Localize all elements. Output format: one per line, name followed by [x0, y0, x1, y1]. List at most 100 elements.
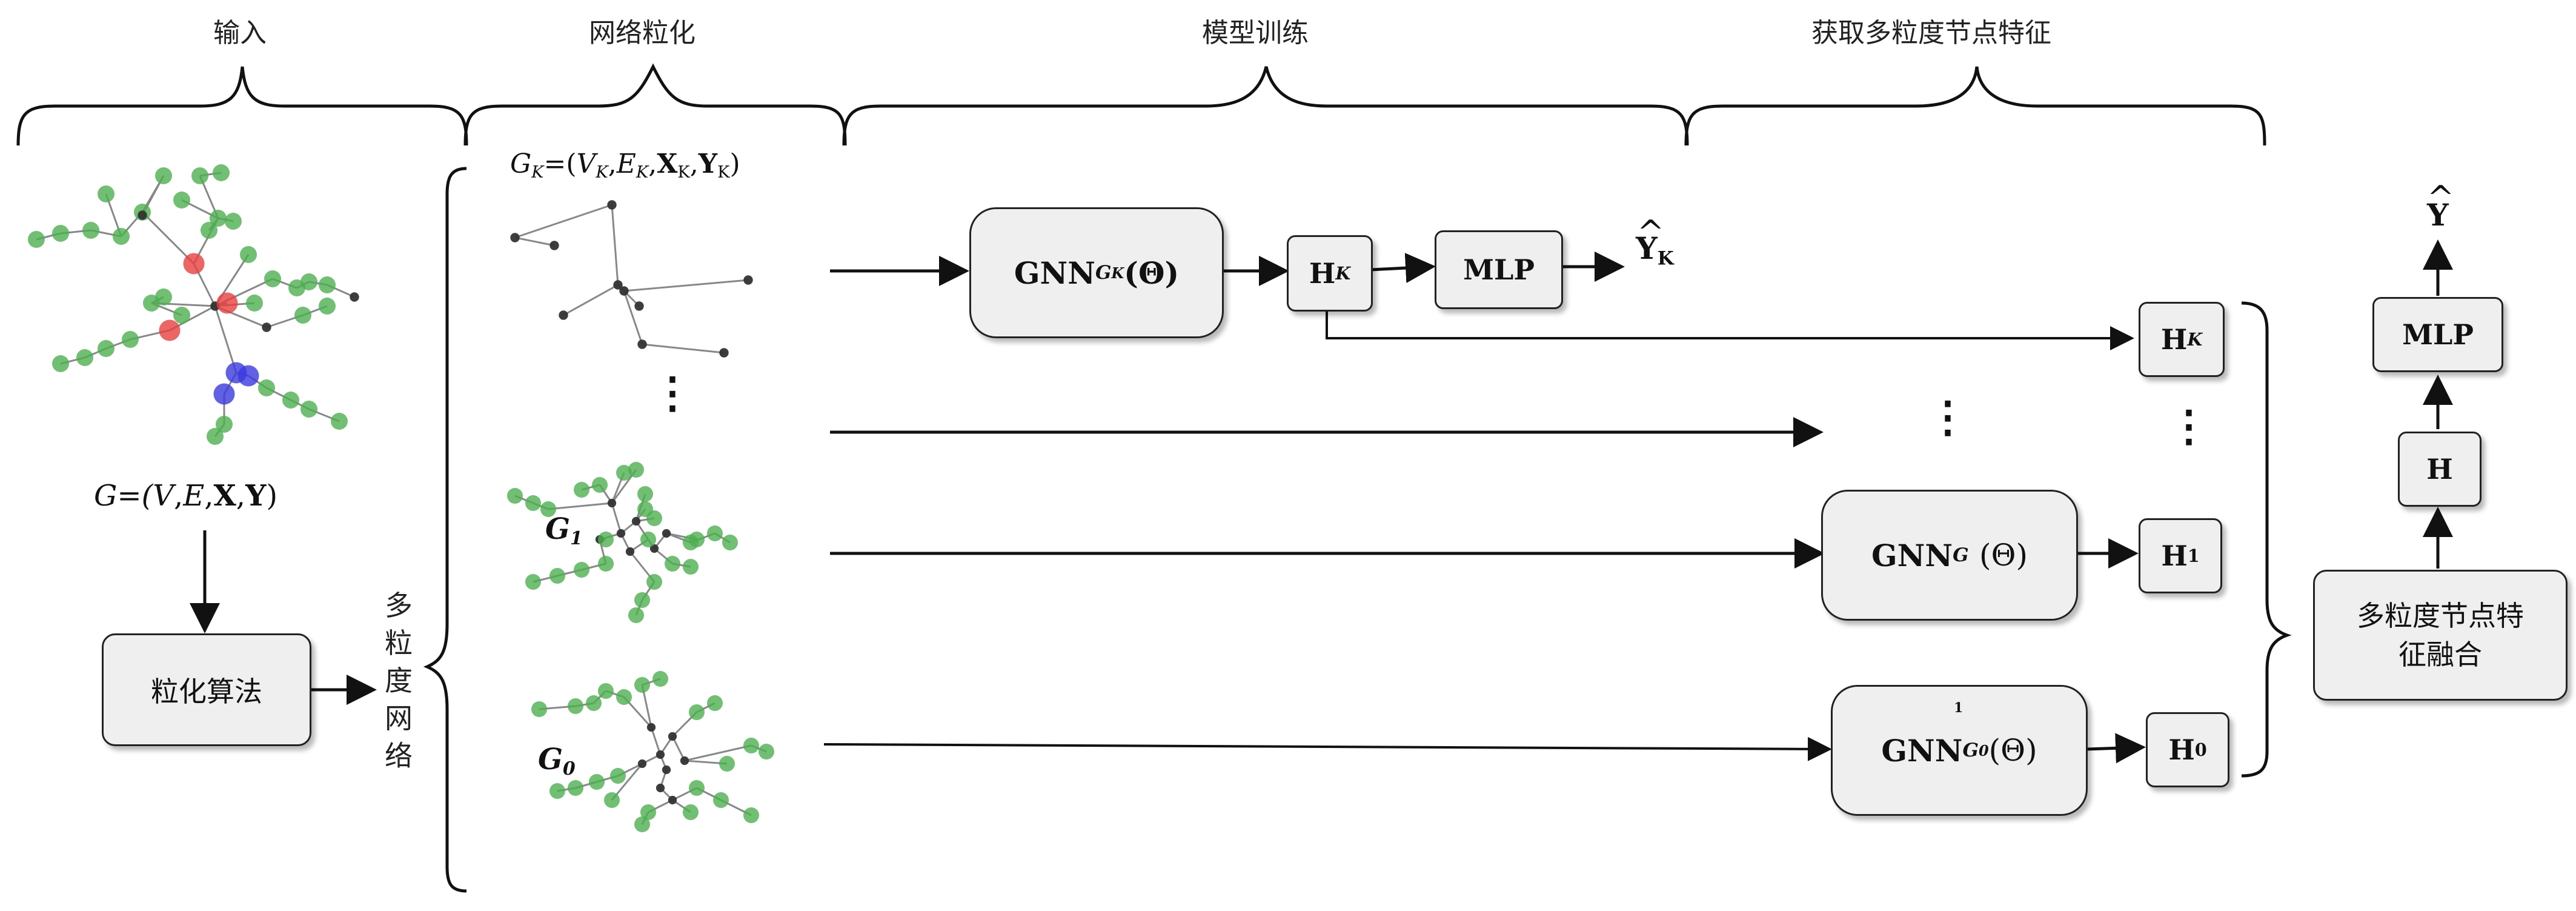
graph-node [258, 379, 275, 396]
hat-symbol: ^ [2427, 179, 2455, 217]
graph-node [598, 556, 614, 572]
gnn-superscript: 1 [1954, 700, 1964, 716]
label-text: 0 [563, 758, 576, 779]
graph-node [213, 383, 235, 405]
graph-node [683, 559, 699, 575]
graph-node [656, 783, 665, 793]
brace-hstack [2241, 301, 2292, 778]
graph-node [246, 295, 263, 312]
y-label: K [1657, 247, 1674, 270]
gnn-label: (Θ) [1124, 255, 1180, 291]
section-title-features: 获取多粒度节点特征 [1811, 18, 2051, 48]
graph-node [138, 210, 147, 220]
graph-node [155, 167, 172, 184]
label-text: Y [698, 148, 718, 179]
graph-node [319, 276, 336, 293]
brace-coarsening [463, 63, 847, 146]
mlp-final-box: MLP [2372, 297, 2503, 372]
graph-node [604, 792, 620, 808]
label-text: Y [245, 479, 267, 513]
graph-node [668, 732, 677, 741]
graph-edge [548, 502, 612, 510]
graph-node [759, 744, 774, 759]
graph-node [634, 677, 650, 693]
graph-node [607, 200, 617, 210]
label-text: K [531, 163, 544, 182]
ellipsis-gnn: ⋮ [1927, 392, 1969, 442]
graph-edge [214, 305, 237, 373]
graph-node [665, 556, 680, 572]
graph-node [210, 210, 227, 227]
fusion-line: 多粒度节点特 [2357, 599, 2524, 632]
graph-node [237, 365, 259, 387]
graph-node [568, 780, 583, 796]
graph-node [689, 532, 705, 547]
graph-node [264, 270, 281, 287]
fusion-box: 多粒度节点特 征融合 [2313, 570, 2568, 701]
graph-node [300, 401, 317, 418]
graph-g0-label: G0 [538, 742, 576, 779]
graph-node [634, 301, 644, 311]
graph-node [159, 319, 181, 341]
graph-node [122, 331, 139, 348]
graph-node [52, 355, 69, 372]
ellipsis-h: ⋮ [2168, 401, 2210, 451]
graph-node [628, 462, 644, 478]
graph-node [631, 516, 641, 526]
graph-g1 [507, 462, 738, 623]
graph-node [216, 292, 238, 314]
graph-node [607, 498, 617, 508]
graph-node [216, 416, 233, 433]
graph-node [616, 529, 626, 538]
label-text: G [538, 742, 563, 776]
h-final-box: H [2398, 432, 2481, 507]
graph-node [743, 275, 753, 285]
section-title-input: 输入 [213, 18, 267, 48]
graph-node [262, 322, 271, 332]
label-text: V [576, 148, 596, 179]
input-graph-label: G=(V,E,X,Y) [94, 479, 278, 513]
gnn-label: (Θ) [1979, 538, 2028, 573]
graph-node [300, 273, 317, 290]
graph-node [191, 167, 208, 184]
h-label: H [1309, 257, 1336, 290]
graph-node [637, 339, 647, 349]
h-label: H [2160, 323, 2188, 356]
graph-node [610, 768, 626, 784]
h-label: 0 [2194, 739, 2207, 760]
graph-node [634, 592, 650, 608]
graph-node [598, 532, 614, 547]
graph-edge [611, 763, 643, 801]
graph-edge [514, 236, 555, 247]
mlp-mid-box: MLP [1435, 230, 1563, 309]
graph-gk [510, 200, 753, 358]
fusion-line: 征融合 [2398, 638, 2482, 671]
graph-node [598, 683, 614, 699]
graph-node [689, 780, 705, 796]
graph-node [668, 795, 677, 805]
graph-node [592, 477, 608, 493]
graph-node [646, 722, 656, 732]
graph-node [589, 774, 605, 790]
graph-edge [563, 284, 619, 316]
graph-node [52, 225, 69, 242]
graph-node [613, 280, 623, 290]
mlp-label: MLP [2402, 318, 2474, 351]
label-text: X [213, 479, 236, 513]
graph-edge [611, 204, 619, 285]
graph-node [98, 340, 115, 357]
graph-edge [642, 343, 725, 354]
graph-edge [141, 211, 195, 265]
graph-node [707, 695, 723, 711]
brace-features [1684, 66, 2266, 146]
graph-node [683, 804, 699, 820]
graph-node [586, 695, 602, 711]
label-text: E [183, 479, 205, 513]
graph-edge [684, 744, 752, 762]
label-text: 1 [570, 527, 583, 549]
algo-box-label: 粒化算法 [151, 675, 262, 708]
label-text: E [616, 148, 636, 179]
